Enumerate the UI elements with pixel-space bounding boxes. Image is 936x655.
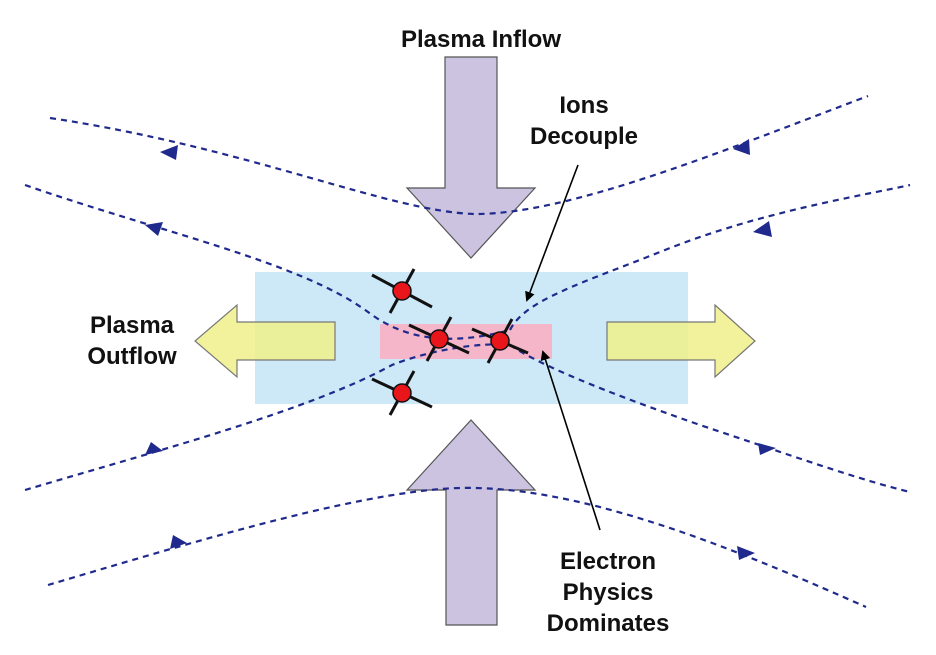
outflow-arrow-left (194, 303, 336, 379)
particle-icon (371, 268, 433, 314)
inflow-arrow-bottom (405, 419, 537, 626)
field-line-upper-right (509, 183, 911, 331)
particle-icon (371, 370, 433, 416)
ions-decouple-label-line1: Ions (559, 92, 608, 119)
inflow-arrow-top (405, 56, 537, 259)
outflow-arrow-right (606, 303, 756, 379)
ions-decouple-label-line2: Decouple (530, 123, 638, 150)
arrowhead-icon (170, 535, 187, 549)
arrowhead-icon (753, 221, 772, 237)
electron-physics-pointer (540, 350, 601, 531)
particle-icon (471, 318, 529, 364)
arrowhead-icon (160, 145, 178, 160)
pointer-lines (525, 164, 601, 531)
electron-physics-label-line2: Physics (563, 579, 654, 606)
plasma-outflow-label-line2: Outflow (87, 343, 177, 370)
arrowhead-icon (733, 139, 750, 155)
arrowhead-icon (758, 443, 776, 455)
field-line-top-outer (49, 94, 869, 216)
plasma-inflow-label: Plasma Inflow (401, 26, 561, 53)
field-line-upper-left (24, 183, 511, 340)
electron-physics-label-line1: Electron (560, 548, 656, 575)
ions-decouple-pointer (525, 164, 579, 302)
field-line-arrowheads (145, 139, 776, 560)
field-line-lower-left (24, 343, 511, 492)
electron-physics-label-line3: Dominates (547, 610, 670, 637)
plasma-outflow-label-line1: Plasma (90, 312, 175, 339)
particles (371, 268, 529, 416)
arrowhead-icon (737, 546, 755, 560)
arrowhead-icon (145, 222, 163, 236)
particle-icon (408, 316, 470, 362)
field-lines (24, 94, 911, 609)
arrowhead-icon (145, 442, 163, 455)
